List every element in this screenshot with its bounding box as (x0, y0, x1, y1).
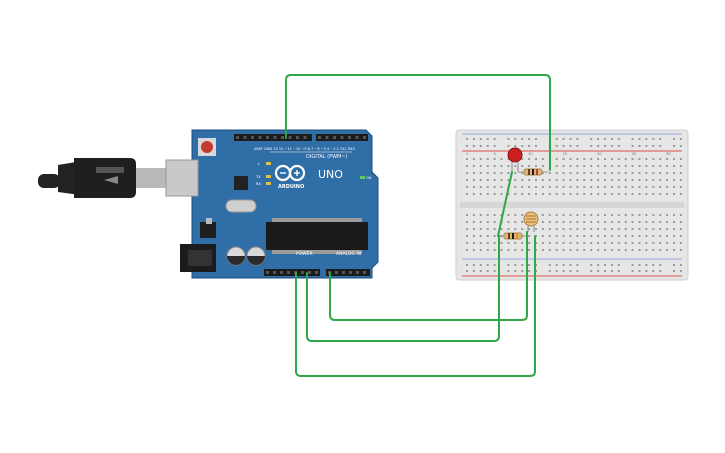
tx-led (266, 175, 271, 178)
column-number: 25 (632, 152, 636, 156)
led-body (507, 147, 523, 163)
usb-b-port (165, 159, 199, 197)
wire-analog-to-photoresistor[interactable] (329, 231, 528, 321)
column-number: 30 (666, 152, 670, 156)
crystal (225, 199, 257, 213)
usb-plug-body (74, 158, 136, 198)
usb-connector-metal (136, 168, 166, 188)
red-led[interactable] (507, 147, 523, 172)
voltage-regulator (200, 222, 216, 238)
usb-symbol-icon (104, 176, 118, 184)
l-led (266, 162, 271, 165)
tx-label: TX (255, 175, 261, 179)
usb-cable-end (38, 174, 60, 188)
photoresistor-trace (526, 215, 536, 223)
rx-label: RX (256, 182, 261, 186)
center-channel (460, 202, 684, 208)
wire-digital-to-resistor[interactable] (285, 74, 551, 171)
resistor-2[interactable] (498, 232, 530, 240)
on-label: ON (366, 176, 372, 180)
bottom-pin-holes (266, 271, 366, 274)
regulator-tab (206, 218, 212, 224)
l-label: L (258, 162, 260, 166)
capacitor-2-band (247, 256, 265, 265)
reset-button-cap (201, 141, 213, 153)
power-header[interactable] (264, 269, 320, 276)
digital-label: DIGITAL (PWM~) (306, 154, 348, 160)
power-jack-inner (188, 250, 212, 266)
column-number: 10 (528, 152, 532, 156)
column-number: 5 (494, 152, 496, 156)
digital-pin-holes (236, 136, 366, 139)
column-number: 1 (466, 152, 468, 156)
on-led (360, 176, 365, 179)
brand-label: ARDUINO (278, 184, 304, 190)
chip-pins-top (272, 218, 362, 222)
resistor-1[interactable] (518, 168, 548, 176)
usb-cable[interactable] (38, 158, 166, 198)
arduino-logo-icon (274, 164, 306, 182)
column-number: 20 (597, 152, 601, 156)
chip-pins-bottom (272, 250, 362, 254)
rx-led (266, 182, 271, 185)
capacitor-1-band (227, 256, 245, 265)
model-label: UNO (318, 168, 343, 181)
analog-label: ANALOG IN (336, 251, 361, 257)
pin-labels: AREF GND 13 12 ~11 ~10 ~9 8 7 ~6 ~5 4 ~3… (254, 147, 355, 151)
breadboard-holes (466, 138, 682, 272)
wires[interactable] (285, 74, 551, 377)
arduino-uno-board[interactable]: AREF GND 13 12 ~11 ~10 ~9 8 7 ~6 ~5 4 ~3… (165, 129, 379, 279)
atmega-chip (266, 222, 368, 250)
wire-led-to-resistor[interactable] (497, 171, 513, 237)
digital-header-left[interactable] (234, 134, 312, 141)
column-number: 15 (563, 152, 567, 156)
wire-5v-to-breadboard[interactable] (295, 235, 536, 377)
analog-header[interactable] (326, 269, 370, 276)
photoresistor[interactable] (523, 211, 539, 232)
wire-gnd-to-breadboard[interactable] (306, 235, 500, 342)
usb-chip (234, 176, 248, 190)
usb-plug-detail (96, 167, 124, 173)
power-label: POWER (296, 251, 313, 257)
